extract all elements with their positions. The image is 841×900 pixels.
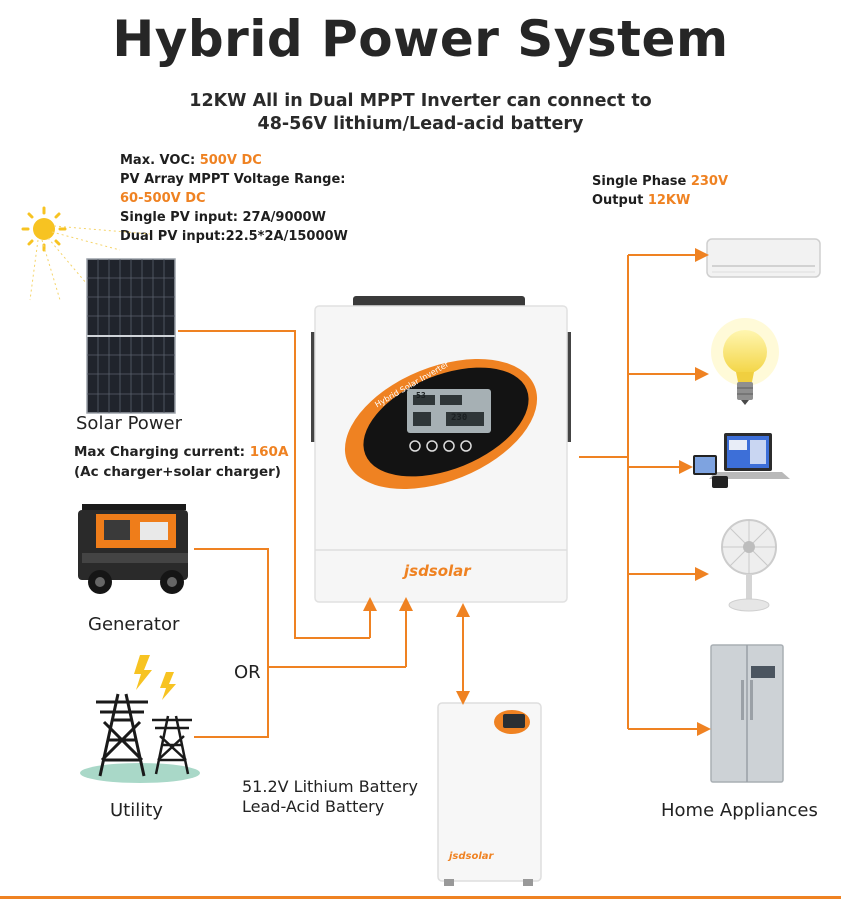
desk-fan-icon xyxy=(721,519,777,612)
battery-unit xyxy=(437,702,542,886)
battery-label: 51.2V Lithium Battery Lead-Acid Battery xyxy=(242,777,418,817)
output-phase-value: 230V xyxy=(690,174,729,189)
output-specs: Single Phase 230V Output 12KW xyxy=(592,172,728,210)
inverter-unit xyxy=(311,296,571,603)
output-power-label: Output xyxy=(592,193,648,208)
light-bulb-icon xyxy=(711,318,779,405)
battery-brand-logo: jsdsolar xyxy=(449,851,494,862)
generator-label: Generator xyxy=(88,614,180,635)
solar-charging-value: 160A xyxy=(249,444,289,460)
pv-range-value: 60-500V DC xyxy=(120,191,206,206)
solar-power-label: Solar Power xyxy=(76,413,183,434)
pv-voc-value: 500V DC xyxy=(199,153,262,168)
air-conditioner-icon xyxy=(706,238,821,278)
pv-voc-label: Max. VOC: xyxy=(120,153,200,168)
output-phase: Single Phase 230V xyxy=(592,172,728,191)
utility-label: Utility xyxy=(110,800,163,821)
inverter-lcd-reading: 53 xyxy=(416,391,426,400)
solar-charging-current: Max Charging current: 160A xyxy=(74,442,288,462)
sun-icon xyxy=(21,206,151,301)
battery-label-line-2: Lead-Acid Battery xyxy=(242,797,385,816)
solar-to-inverter-wire xyxy=(178,330,370,639)
utility-tower-icon xyxy=(80,655,200,783)
solar-charging-label: Max Charging current: xyxy=(74,444,250,460)
or-label: OR xyxy=(234,662,261,683)
inverter-lcd-reading-2: 230 xyxy=(451,413,468,423)
subtitle-line-2: 48-56V lithium/Lead-acid battery xyxy=(257,114,584,134)
subtitle-line-1: 12KW All in Dual MPPT Inverter can conne… xyxy=(189,91,652,111)
page-title: Hybrid Power System xyxy=(112,10,729,68)
inverter-brand-logo: jsdsolar xyxy=(404,562,471,580)
pv-range-label: PV Array MPPT Voltage Range: xyxy=(120,172,346,187)
home-appliances-label: Home Appliances xyxy=(661,800,818,821)
bottom-divider xyxy=(0,896,841,899)
solar-panel-icon xyxy=(86,258,176,414)
pv-voc: Max. VOC: 500V DC xyxy=(120,151,348,170)
generator-wire xyxy=(194,548,269,738)
generator-icon xyxy=(78,504,188,594)
battery-label-line-1: 51.2V Lithium Battery xyxy=(242,777,418,796)
solar-charging-note: (Ac charger+solar charger) xyxy=(74,464,281,480)
pv-dual-input: Dual PV input:22.5*2A/15000W xyxy=(120,229,348,244)
output-power: Output 12KW xyxy=(592,191,728,210)
pv-specs: Max. VOC: 500V DC PV Array MPPT Voltage … xyxy=(120,151,348,246)
page-subtitle: 12KW All in Dual MPPT Inverter can conne… xyxy=(0,90,841,136)
laptop-icon xyxy=(693,433,790,488)
output-phase-label: Single Phase xyxy=(592,174,691,189)
output-power-value: 12KW xyxy=(647,193,691,208)
solar-charging-info: Max Charging current: 160A (Ac charger+s… xyxy=(74,442,288,482)
pv-single-input: Single PV input: 27A/9000W xyxy=(120,210,326,225)
refrigerator-icon xyxy=(710,644,784,783)
